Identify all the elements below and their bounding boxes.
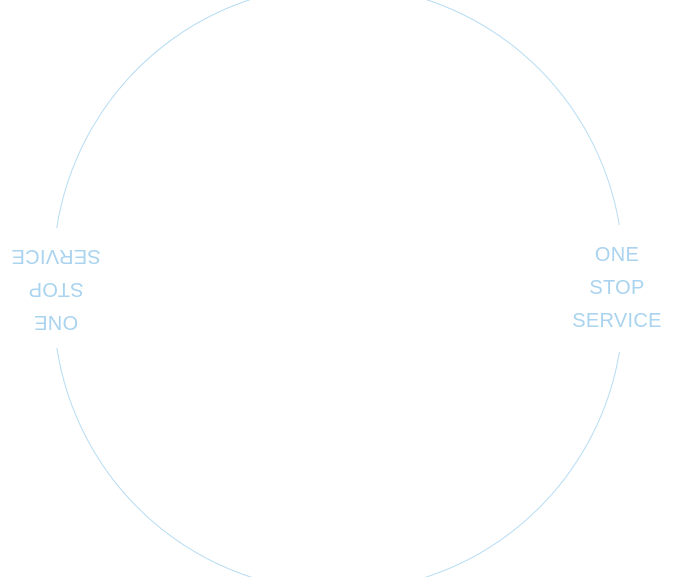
left-label-line-service: SERVICE: [11, 245, 101, 267]
left-label-mirrored: ONE STOP SERVICE: [1, 239, 111, 338]
right-label-line-stop: STOP: [589, 277, 645, 299]
left-label-line-stop: STOP: [28, 278, 84, 300]
right-label-line-one: ONE: [594, 244, 640, 266]
right-label-line-service: SERVICE: [572, 310, 662, 332]
ring-arc-bottom: [56, 347, 620, 577]
left-label-line-one: ONE: [33, 311, 79, 333]
right-label: ONE STOP SERVICE: [562, 239, 672, 338]
ring-arc-top: [56, 0, 620, 229]
